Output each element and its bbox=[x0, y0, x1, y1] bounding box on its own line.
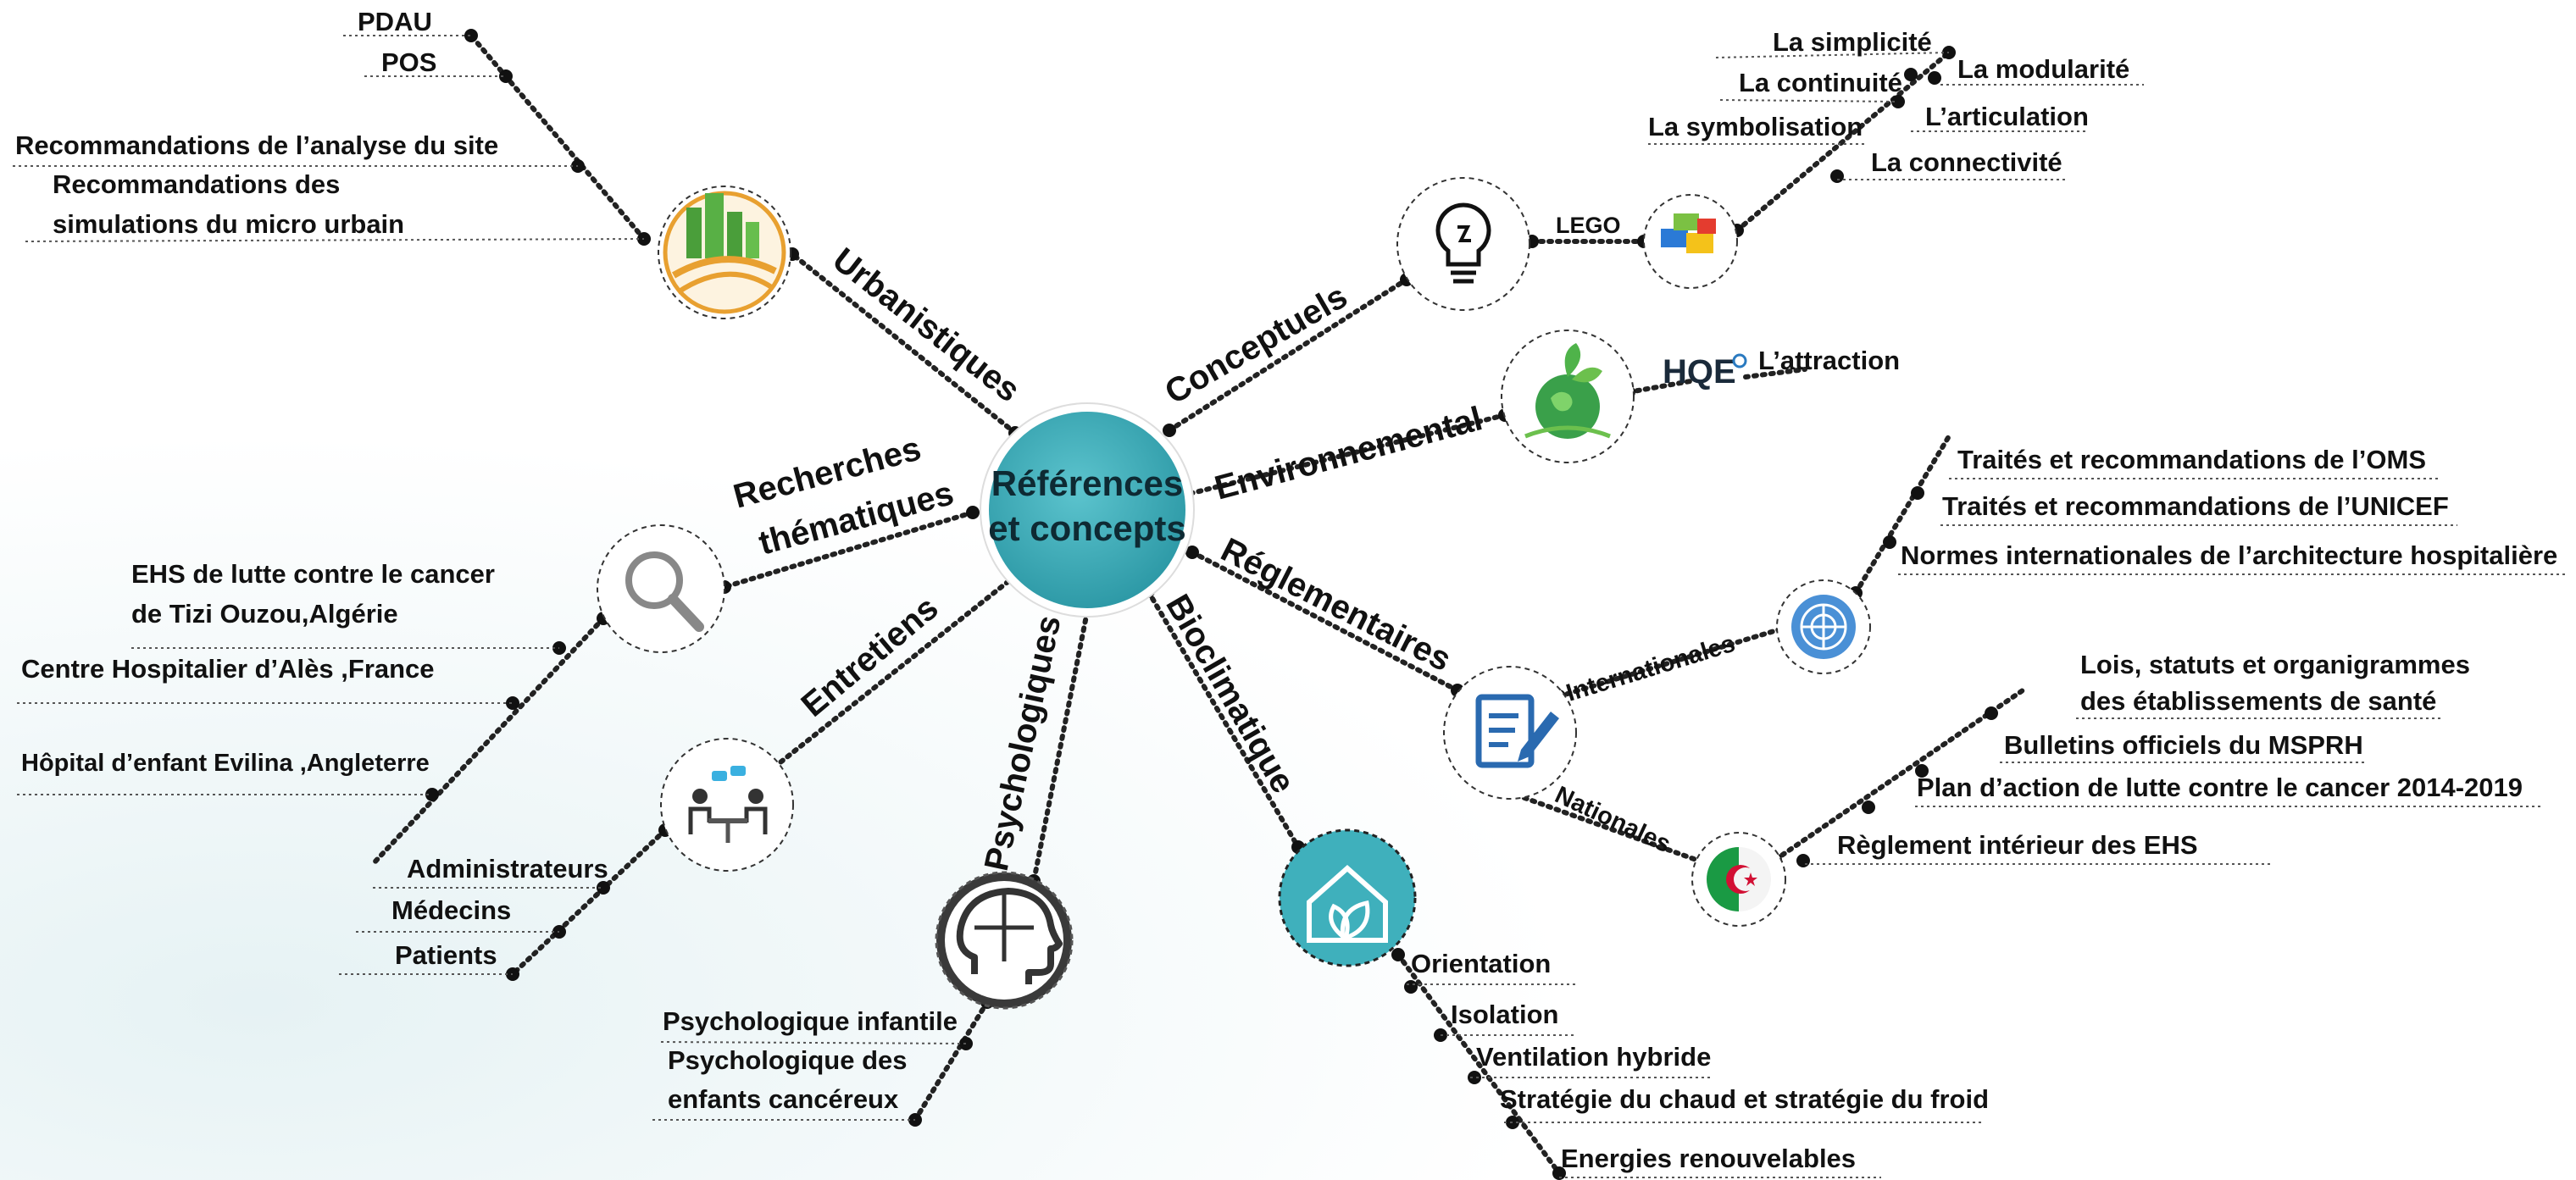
leaf-underlines bbox=[13, 35, 2568, 1178]
leaf-pos: POS bbox=[381, 47, 436, 77]
leaf-ventilation: Ventilation hybride bbox=[1476, 1042, 1711, 1072]
leaf-pdau: PDAU bbox=[358, 7, 432, 36]
svg-text:HQE: HQE bbox=[1663, 353, 1736, 391]
leaf-labels: PDAU POS Recommandations de l’analyse du… bbox=[15, 7, 2557, 1173]
leaf-orientation: Orientation bbox=[1411, 949, 1551, 978]
leaf-ales: Centre Hospitalier d’Alès ,France bbox=[21, 654, 435, 684]
branch-bioclimatique: Bioclimatique bbox=[1158, 589, 1302, 800]
leaf-bulletins: Bulletins officiels du MSPRH bbox=[2004, 730, 2363, 760]
lightbulb-icon bbox=[1396, 177, 1530, 311]
leaf-symbolisation: La symbolisation bbox=[1648, 112, 1863, 141]
leaf-rec-sim-line1: Recommandations des bbox=[53, 169, 340, 199]
leaf-continuite: La continuité bbox=[1739, 68, 1902, 97]
center-node: Références et concepts bbox=[980, 402, 1195, 618]
leaf-lego: LEGO bbox=[1556, 213, 1621, 238]
leaf-psy-cancer-line1: Psychologique des bbox=[668, 1045, 908, 1075]
leaf-rec-site: Recommandations de l’analyse du site bbox=[15, 130, 498, 160]
algeria-flag-icon bbox=[1691, 832, 1786, 927]
leaf-administrateurs: Administrateurs bbox=[407, 854, 608, 884]
city-icon bbox=[658, 186, 791, 319]
leaf-lois-line1: Lois, statuts et organigrammes bbox=[2080, 650, 2470, 679]
leaf-articulation: L’articulation bbox=[1925, 102, 2089, 131]
magnifier-icon bbox=[597, 524, 725, 653]
meeting-icon bbox=[660, 738, 794, 872]
leaf-patients: Patients bbox=[395, 940, 497, 970]
leaf-unicef: Traités et recommandations de l’UNICEF bbox=[1942, 491, 2449, 521]
sub-branch-nationales: Nationales bbox=[1551, 781, 1674, 858]
leaf-energies: Energies renouvelables bbox=[1561, 1144, 1856, 1173]
head-puzzle-icon bbox=[935, 871, 1074, 1010]
branch-urbanistiques: Urbanistiques bbox=[825, 241, 1026, 409]
branch-conceptuels: Conceptuels bbox=[1159, 278, 1354, 412]
center-title-line1: Références bbox=[991, 463, 1183, 503]
leaf-tizi-line2: de Tizi Ouzou,Algérie bbox=[131, 599, 398, 629]
branch-reglementaires: Réglementaires bbox=[1215, 531, 1457, 679]
connectors bbox=[370, 33, 2028, 1176]
leaf-normes: Normes internationales de l’architecture… bbox=[1901, 540, 2557, 570]
leaf-reglement: Règlement intérieur des EHS bbox=[1837, 830, 2198, 860]
eco-house-icon bbox=[1278, 828, 1417, 967]
leaf-oms: Traités et recommandations de l’OMS bbox=[1957, 445, 2426, 474]
leaf-psy-cancer-line2: enfants cancéreux bbox=[668, 1084, 899, 1114]
un-emblem-icon bbox=[1776, 579, 1871, 674]
globe-plant-icon bbox=[1501, 330, 1635, 463]
leaf-isolation: Isolation bbox=[1451, 1000, 1558, 1029]
center-title-line2: et concepts bbox=[988, 508, 1185, 548]
leaf-medecins: Médecins bbox=[391, 895, 511, 925]
leaf-chaud-froid: Stratégie du chaud et stratégie du froid bbox=[1500, 1084, 1989, 1114]
leaf-lois-line2: des établissements de santé bbox=[2080, 686, 2436, 716]
leaf-modularite: La modularité bbox=[1957, 54, 2129, 84]
leaf-attraction: L’attraction bbox=[1758, 346, 1900, 375]
branch-environnemental: Environnemental bbox=[1211, 400, 1486, 507]
leaf-simplicite: La simplicité bbox=[1773, 27, 1932, 57]
hqe-logo: HQE bbox=[1663, 353, 1747, 391]
branch-psychologiques: Psychologiques bbox=[978, 612, 1069, 874]
leaf-connectivite: La connectivité bbox=[1871, 147, 2062, 177]
leaf-tizi-line1: EHS de lutte contre le cancer bbox=[131, 559, 495, 589]
leaf-evilina: Hôpital d’enfant Evilina ,Angleterre bbox=[21, 750, 430, 777]
leaf-rec-sim-line2: simulations du micro urbain bbox=[53, 209, 404, 239]
leaf-plan: Plan d’action de lutte contre le cancer … bbox=[1917, 773, 2523, 802]
branch-entretiens: Entretiens bbox=[795, 589, 946, 723]
leaf-psy-infantile: Psychologique infantile bbox=[663, 1006, 958, 1036]
lego-blocks-icon bbox=[1643, 194, 1738, 289]
sub-branch-internationales: Internationales bbox=[1563, 630, 1739, 707]
document-pen-icon bbox=[1443, 666, 1577, 800]
